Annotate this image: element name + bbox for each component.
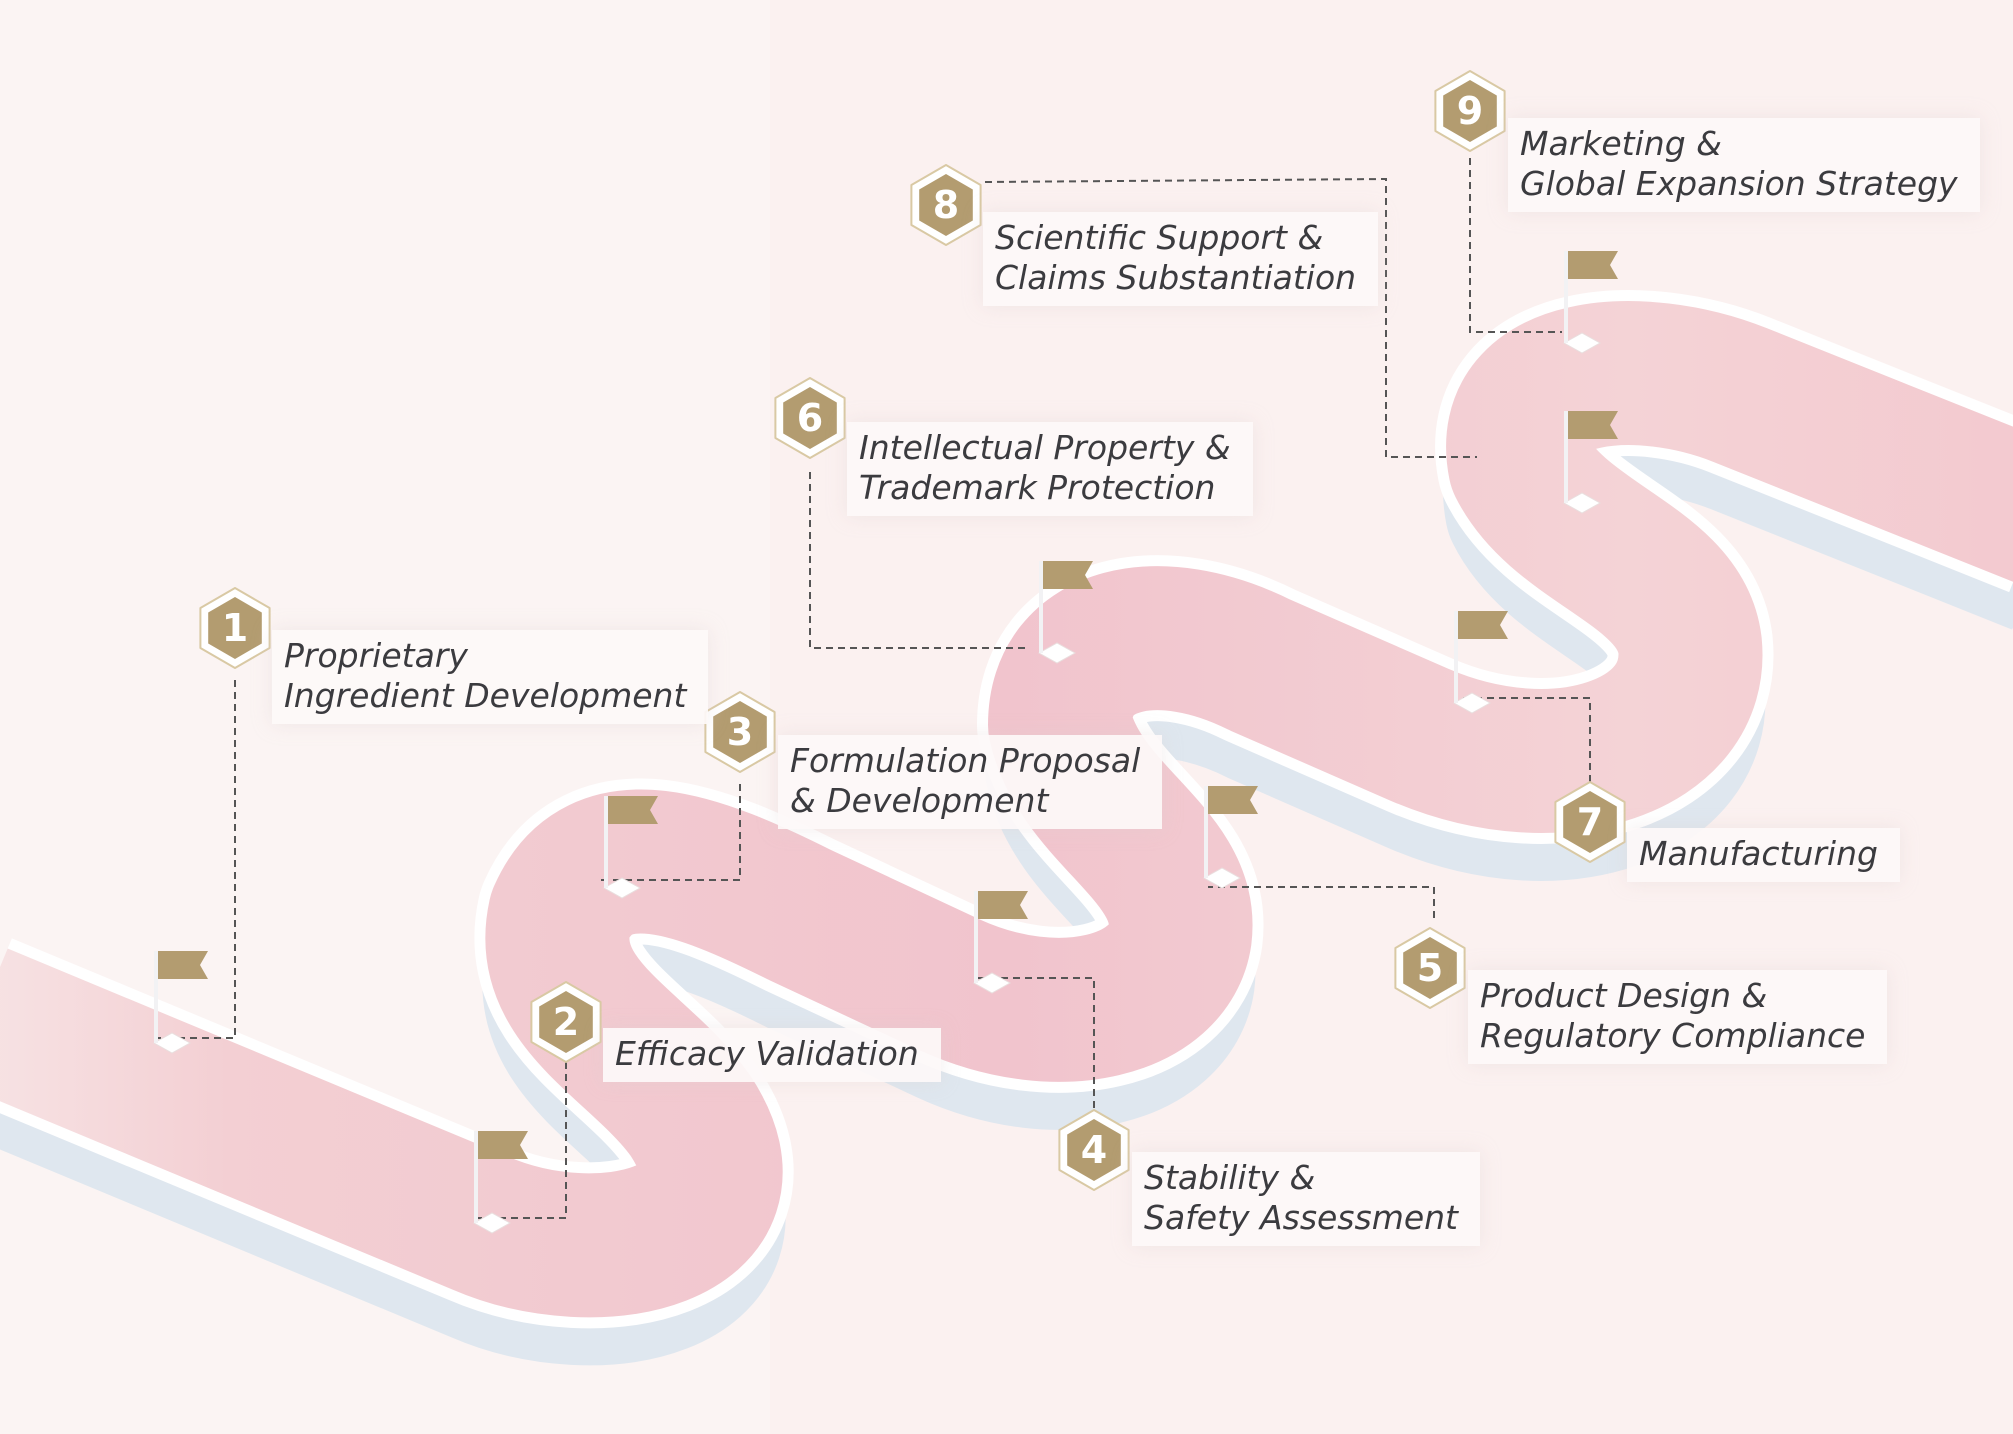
step-5-line-2: Regulatory Compliance: [1480, 1016, 1866, 1055]
step-number: 6: [796, 396, 824, 440]
step-number: 5: [1416, 946, 1444, 990]
step-1-label: Proprietary Ingredient Development: [272, 630, 709, 724]
step-5-line-1: Product Design &: [1480, 976, 1768, 1015]
connector-2: [475, 1062, 567, 1219]
hexagon-icon: [199, 587, 271, 669]
step-number: 7: [1576, 800, 1604, 844]
step-2-label: Efficacy Validation: [603, 1028, 941, 1082]
step-3-line-1: Formulation Proposal: [790, 741, 1141, 780]
step-9-line-1: Marketing &: [1520, 124, 1722, 163]
step-number: 9: [1456, 89, 1484, 133]
connector-5: [1208, 886, 1435, 918]
hexagon-icon: [1434, 70, 1506, 152]
step-3-badge: 3: [698, 690, 782, 774]
step-4-badge: 4: [1052, 1108, 1136, 1192]
flag-icon: [600, 790, 660, 900]
step-8-line-1: Scientific Support &: [995, 218, 1324, 257]
step-number: 1: [221, 606, 249, 650]
step-3-line-2: & Development: [790, 781, 1049, 820]
hexagon-icon: [1058, 1109, 1130, 1191]
hexagon-icon: [1554, 781, 1626, 863]
connector-9: [1469, 158, 1562, 333]
hexagon-icon: [910, 164, 982, 246]
step-7-label: Manufacturing: [1627, 828, 1900, 882]
step-number: 4: [1080, 1128, 1108, 1172]
step-4-line-1: Stability &: [1144, 1158, 1316, 1197]
connector-7: [1455, 697, 1591, 782]
step-8-line-2: Claims Substantiation: [995, 258, 1357, 297]
step-number: 2: [552, 1000, 580, 1044]
step-7-badge: 7: [1548, 780, 1632, 864]
hexagon-icon: [1394, 927, 1466, 1009]
step-6-label: Intellectual Property & Trademark Protec…: [847, 422, 1253, 516]
step-9-label: Marketing & Global Expansion Strategy: [1508, 118, 1980, 212]
hexagon-icon: [774, 377, 846, 459]
step-6-line-1: Intellectual Property &: [859, 428, 1231, 467]
flag-icon: [1200, 780, 1260, 890]
step-8-badge: 8: [904, 163, 988, 247]
step-1-line-2: Ingredient Development: [284, 676, 687, 715]
step-5-label: Product Design & Regulatory Compliance: [1468, 970, 1888, 1064]
step-6-line-2: Trademark Protection: [859, 468, 1216, 507]
connector-4: [975, 977, 1095, 1108]
flag-icon: [1035, 555, 1095, 665]
step-8-label: Scientific Support & Claims Substantiati…: [983, 212, 1379, 306]
step-1-line-1: Proprietary: [284, 636, 468, 675]
flag-icon: [1450, 605, 1510, 715]
step-number: 3: [726, 710, 754, 754]
step-number: 8: [932, 183, 960, 227]
step-6-badge: 6: [768, 376, 852, 460]
step-2-badge: 2: [524, 980, 608, 1064]
flag-icon: [470, 1125, 530, 1235]
step-7-line-1: Manufacturing: [1639, 834, 1878, 873]
hexagon-icon: [530, 981, 602, 1063]
step-4-label: Stability & Safety Assessment: [1132, 1152, 1480, 1246]
step-4-line-2: Safety Assessment: [1144, 1198, 1458, 1237]
step-3-label: Formulation Proposal & Development: [778, 735, 1163, 829]
flag-icon: [1560, 405, 1620, 515]
step-5-badge: 5: [1388, 926, 1472, 1010]
step-9-badge: 9: [1428, 69, 1512, 153]
step-2-line-1: Efficacy Validation: [615, 1034, 919, 1073]
flag-icon: [1560, 245, 1620, 355]
step-9-line-2: Global Expansion Strategy: [1520, 164, 1958, 203]
flag-icon: [970, 885, 1030, 995]
connector-3: [600, 784, 741, 881]
flag-icon: [150, 945, 210, 1055]
connector-8: [984, 177, 1477, 458]
step-1-badge: 1: [193, 586, 277, 670]
